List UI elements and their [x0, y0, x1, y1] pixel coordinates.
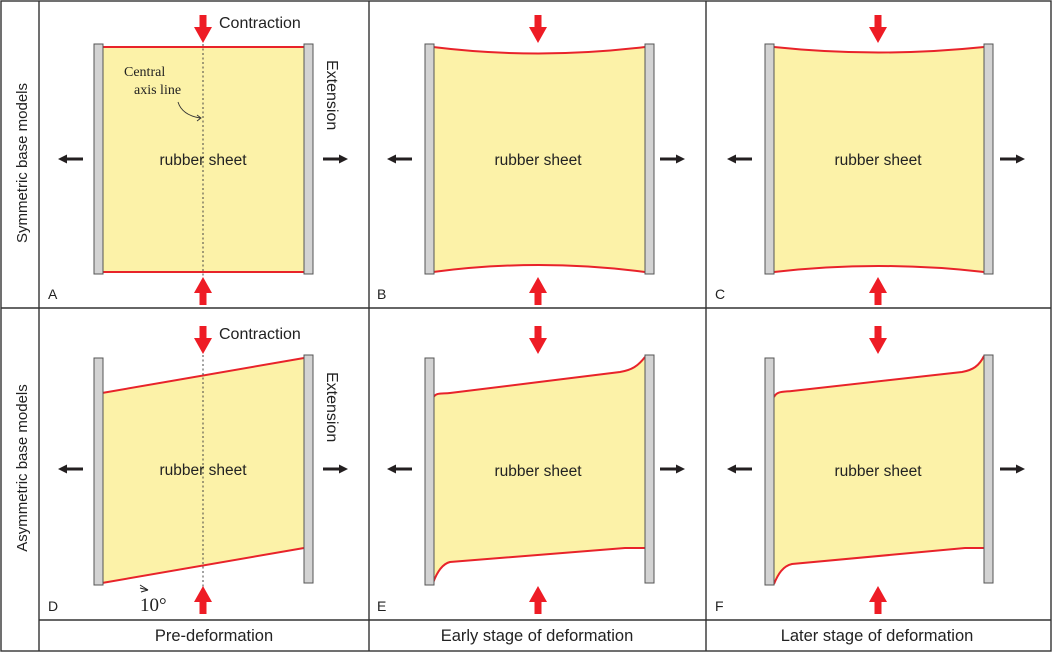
sheet-top-edge — [432, 46, 646, 55]
right-clamp — [303, 43, 314, 275]
panel-c: rubber sheet C — [715, 15, 1025, 305]
rubber-sheet — [774, 47, 984, 272]
panel-d: Contraction Extension rubber sheet 10° D — [48, 326, 348, 616]
extension-arrow-left — [58, 464, 83, 474]
extension-arrow-right — [660, 154, 685, 164]
angle-label: 10° — [140, 595, 167, 616]
contraction-arrow-bottom — [194, 586, 212, 614]
right-clamp — [983, 354, 994, 584]
sheet-top-edge — [773, 46, 985, 54]
sheet-bottom-edge — [773, 265, 985, 273]
contraction-arrow-top — [869, 15, 887, 43]
left-clamp — [764, 43, 775, 275]
panel-letter: C — [715, 286, 725, 302]
panel-letter: D — [48, 598, 58, 614]
axis-label-leader — [177, 101, 201, 119]
extension-label: Extension — [323, 60, 340, 130]
rubber-sheet — [433, 357, 645, 583]
extension-arrow-left — [727, 464, 752, 474]
extension-arrow-right — [1000, 464, 1025, 474]
right-clamp — [303, 354, 314, 584]
right-clamp — [983, 43, 994, 275]
panel-a: Contraction Extension Central axis line … — [48, 15, 348, 305]
sheet-top-edge — [101, 357, 305, 394]
column-label-later-stage: Later stage of deformation — [781, 627, 974, 645]
sheet-label: rubber sheet — [159, 462, 247, 479]
contraction-arrow-bottom — [194, 277, 212, 305]
contraction-arrow-bottom — [869, 277, 887, 305]
contraction-arrow-top — [869, 326, 887, 354]
sheet-bottom-edge — [101, 547, 305, 584]
sheet-label: rubber sheet — [494, 152, 582, 169]
sheet-bottom-edge — [432, 547, 645, 584]
sheet-bottom-edge — [432, 264, 646, 273]
extension-arrow-left — [387, 464, 412, 474]
axis-label-line2: axis line — [134, 83, 181, 98]
panel-letter: A — [48, 286, 58, 302]
extension-arrow-right — [323, 464, 348, 474]
right-clamp — [644, 43, 655, 275]
sheet-label: rubber sheet — [494, 463, 582, 480]
sheet-label: rubber sheet — [834, 152, 922, 169]
extension-label: Extension — [323, 372, 340, 442]
panel-letter: B — [377, 286, 386, 302]
left-clamp — [424, 43, 435, 275]
right-clamp — [644, 354, 655, 584]
extension-arrow-right — [323, 154, 348, 164]
rubber-sheet — [433, 47, 645, 272]
extension-arrow-left — [58, 154, 83, 164]
rubber-sheet — [774, 356, 984, 584]
rubber-sheet — [102, 47, 304, 272]
panel-letter: E — [377, 598, 386, 614]
axis-label-line1: Central — [124, 65, 165, 80]
panel-e: rubber sheet E — [377, 326, 685, 614]
sheet-top-edge — [773, 355, 985, 398]
contraction-arrow-top — [529, 326, 547, 354]
column-label-early-stage: Early stage of deformation — [441, 627, 634, 645]
contraction-arrow-top — [194, 15, 212, 43]
extension-arrow-left — [727, 154, 752, 164]
contraction-label: Contraction — [219, 326, 301, 343]
row-label-symmetric: Symmetric base models — [14, 83, 31, 243]
contraction-arrow-top — [529, 15, 547, 43]
sheet-label: rubber sheet — [159, 152, 247, 169]
contraction-label: Contraction — [219, 15, 301, 32]
left-clamp — [93, 43, 104, 275]
sheet-top-edge — [432, 356, 646, 399]
extension-arrow-left — [387, 154, 412, 164]
left-clamp — [424, 357, 435, 586]
contraction-arrow-bottom — [529, 586, 547, 614]
extension-arrow-right — [1000, 154, 1025, 164]
sheet-label: rubber sheet — [834, 463, 922, 480]
panel-f: rubber sheet F — [715, 326, 1025, 614]
sheet-bottom-edge — [773, 547, 984, 585]
panel-b: rubber sheet B — [377, 15, 685, 305]
left-clamp — [93, 357, 104, 586]
contraction-arrow-top — [194, 326, 212, 354]
left-clamp — [764, 357, 775, 586]
contraction-arrow-bottom — [869, 586, 887, 614]
row-label-asymmetric: Asymmetric base models — [14, 384, 31, 552]
panel-letter: F — [715, 598, 724, 614]
contraction-arrow-bottom — [529, 277, 547, 305]
rubber-sheet — [102, 358, 304, 583]
column-label-pre-deformation: Pre-deformation — [155, 627, 273, 645]
extension-arrow-right — [660, 464, 685, 474]
